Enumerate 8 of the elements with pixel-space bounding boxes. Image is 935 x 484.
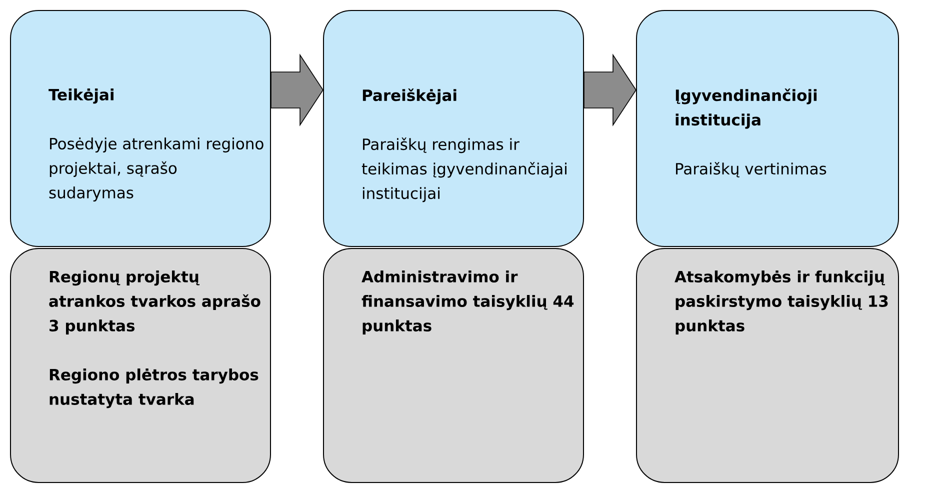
step-box: Pareiškėjai Paraiškų rengimas ir teikimas įgyvendinančiajai institucijai	[323, 10, 584, 247]
reference-box: Atsakomybės ir funkcijų paskirstymo taisyklių 13 punktas	[636, 248, 899, 483]
reference-box: Administravimo ir finansavimo taisyklių 44 punktas	[323, 248, 584, 483]
step-box: Teikėjai Posėdyje atrenkami regiono projektai, sąrašo sudarymas	[10, 10, 271, 247]
step-box: Įgyvendinančioji institucija Paraiškų vertinimas	[636, 10, 899, 247]
block-arrow	[270, 54, 324, 126]
block-arrow	[584, 54, 636, 126]
reference-box: Regionų projektų atrankos tvarkos aprašo 3 punktas Regiono plėtros tarybos nustatyta tvarka	[10, 248, 271, 483]
